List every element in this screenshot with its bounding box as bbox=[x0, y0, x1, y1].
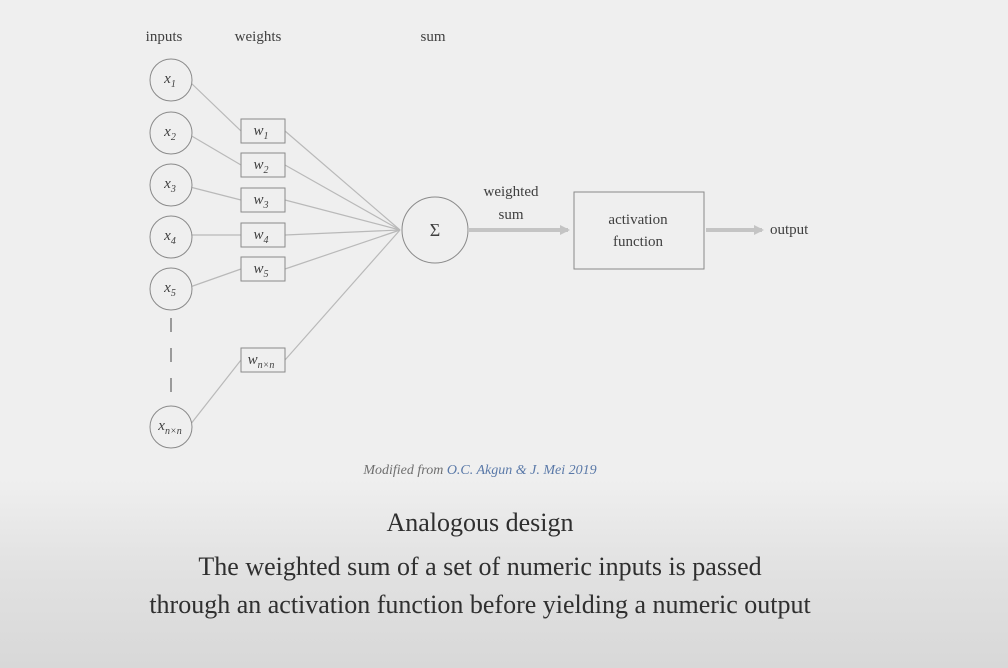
input-node: x5 bbox=[149, 267, 193, 311]
sum-header: sum bbox=[420, 29, 445, 45]
weight-to-sum-line bbox=[284, 229, 401, 270]
weight-to-sum-line bbox=[284, 164, 401, 231]
input-node: x3 bbox=[149, 163, 193, 207]
input-to-weight-line bbox=[189, 186, 242, 201]
input-label: x2 bbox=[163, 124, 176, 143]
output-label: output bbox=[770, 222, 809, 238]
input-to-weight-line bbox=[189, 134, 242, 166]
input-label: x5 bbox=[163, 280, 176, 299]
caption-title: Analogous design bbox=[386, 508, 574, 537]
input-label: xn×n bbox=[157, 418, 181, 437]
weight-label: w4 bbox=[253, 227, 268, 246]
neuron-diagram: inputs weights sum w1 w2 w3 w4 w5 wn×n x1 x2 x3… bbox=[146, 29, 809, 449]
weight-box: wn×n bbox=[240, 347, 286, 373]
weight-label: w5 bbox=[253, 261, 268, 280]
input-label: x3 bbox=[163, 176, 176, 195]
activation-label-line1: activation bbox=[608, 212, 668, 228]
weight-box: w4 bbox=[240, 222, 286, 248]
citation-prefix: Modified from bbox=[363, 463, 444, 478]
input-node: x4 bbox=[149, 215, 193, 259]
inputs-header: inputs bbox=[146, 29, 183, 45]
weight-box: w1 bbox=[240, 118, 286, 144]
slide-bottom-band bbox=[0, 480, 1008, 668]
input-to-weight-line bbox=[189, 81, 242, 132]
input-nodes: x1 x2 x3 x4 x5 xn×n bbox=[149, 58, 193, 449]
input-label: x4 bbox=[163, 228, 176, 247]
weight-label: w2 bbox=[253, 157, 268, 176]
activation-function-box bbox=[573, 191, 705, 270]
weight-to-sum-line bbox=[284, 229, 401, 361]
caption-line-1: The weighted sum of a set of numeric inp… bbox=[198, 552, 762, 581]
citation: Modified from O.C. Akgun & J. Mei 2019 bbox=[0, 463, 960, 479]
activation-label-line2: function bbox=[613, 234, 663, 250]
weight-boxes: w1 w2 w3 w4 w5 wn×n bbox=[240, 118, 286, 373]
input-to-weight-line bbox=[189, 359, 242, 426]
input-label: x1 bbox=[163, 71, 176, 90]
input-node: xn×n bbox=[149, 405, 193, 449]
weights-header: weights bbox=[235, 29, 282, 45]
input-node: x2 bbox=[149, 111, 193, 155]
weighted-sum-label-line1: weighted bbox=[484, 184, 539, 200]
weight-box: w5 bbox=[240, 256, 286, 282]
weighted-sum-label-line2: sum bbox=[498, 207, 523, 223]
weight-label: w3 bbox=[253, 192, 268, 211]
weight-to-sum-line bbox=[284, 229, 401, 236]
caption-body: The weighted sum of a set of numeric inp… bbox=[20, 548, 940, 624]
weight-to-sum-line bbox=[284, 199, 401, 231]
caption-line-2: through an activation function before yi… bbox=[149, 590, 811, 619]
weight-label: wn×n bbox=[248, 352, 275, 371]
citation-source: O.C. Akgun & J. Mei 2019 bbox=[446, 463, 597, 478]
weight-box: w2 bbox=[240, 152, 286, 178]
input-node: x1 bbox=[149, 58, 193, 102]
input-to-weight-line bbox=[189, 268, 242, 288]
weight-label: w1 bbox=[253, 123, 268, 142]
connection-lines bbox=[189, 81, 401, 426]
weight-box: w3 bbox=[240, 187, 286, 213]
sigma-symbol: Σ bbox=[430, 220, 440, 240]
weight-to-sum-line bbox=[284, 130, 401, 231]
